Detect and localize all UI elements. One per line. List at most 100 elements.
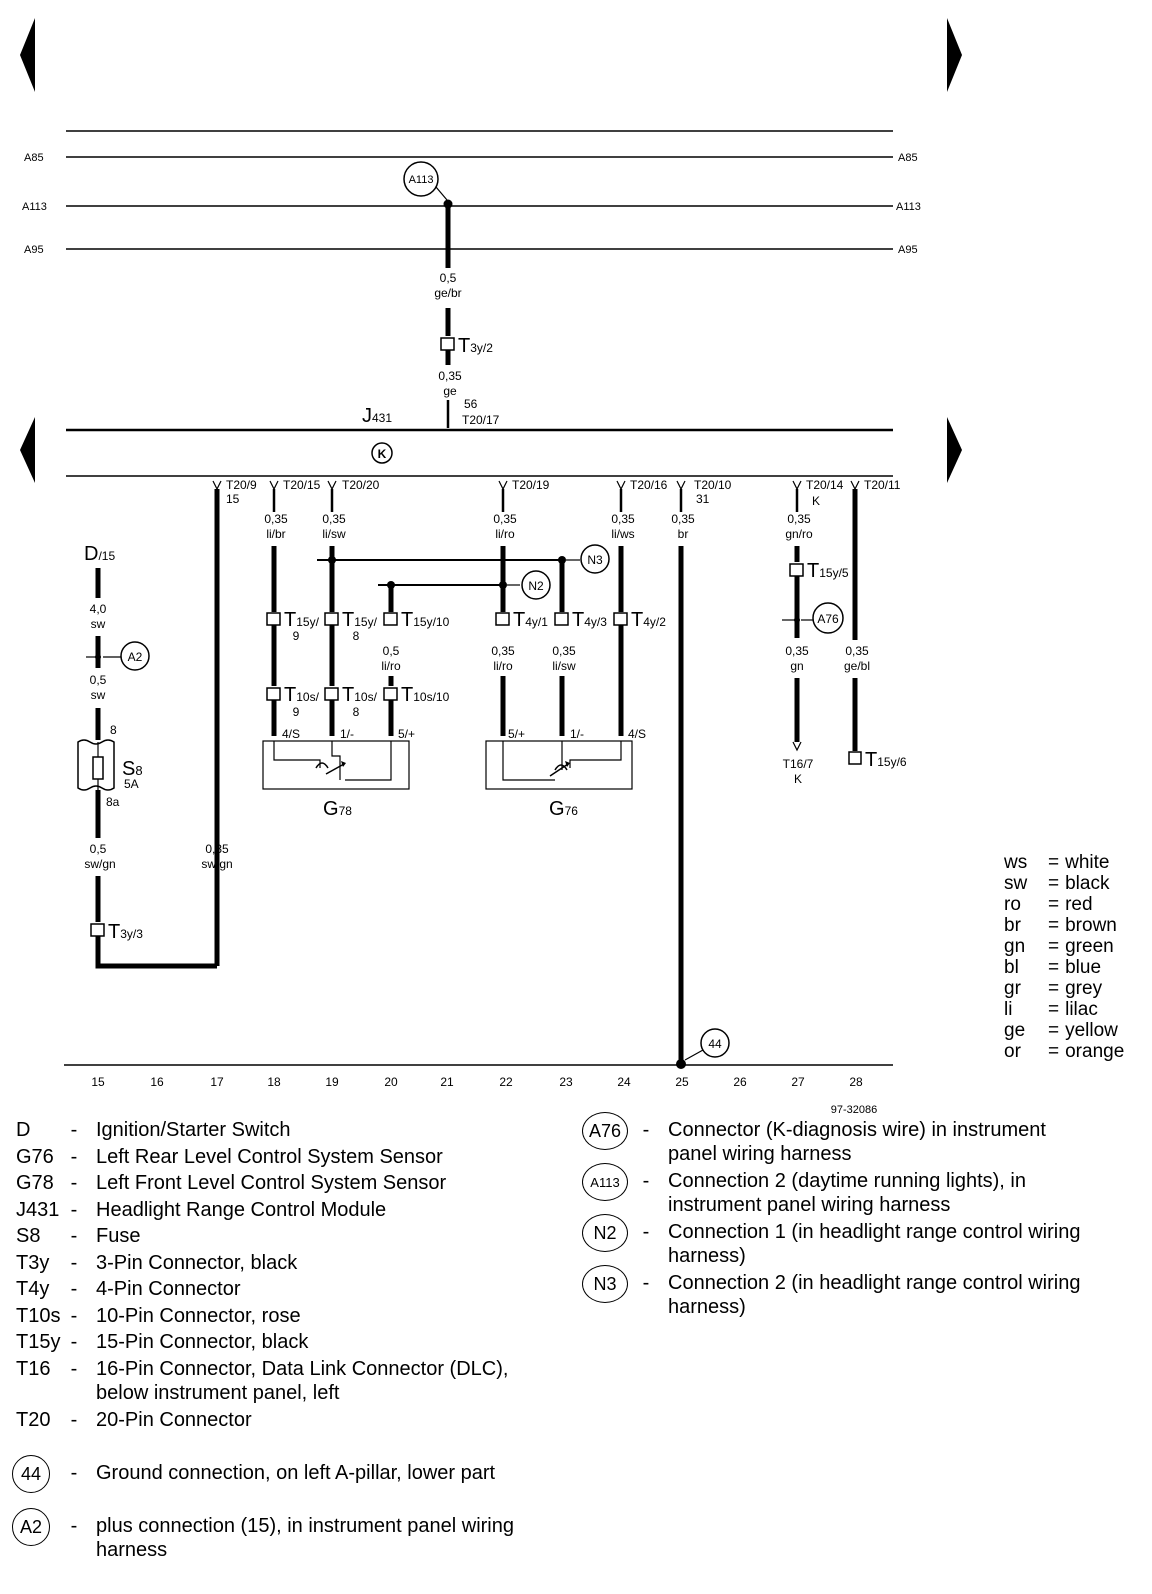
figure-id: 97-32086 (830, 1104, 878, 1116)
wire-color-top1: ge/br (434, 286, 461, 300)
node-ground-44 (700, 1028, 730, 1058)
connector-t3y3-label: T3y/3 (108, 921, 143, 943)
prev-page-arrow-top[interactable] (20, 18, 35, 92)
color-code: bl (1004, 957, 1019, 978)
svg-text:0,35: 0,35 (671, 512, 695, 526)
scale-number: 26 (733, 1075, 747, 1089)
node-n3 (580, 544, 610, 574)
svg-text:0,35: 0,35 (205, 842, 229, 856)
legend-code: T3y (16, 1252, 50, 1274)
svg-text:gn/ro: gn/ro (785, 527, 813, 541)
node-a2 (120, 641, 150, 671)
equals-sign: = (1048, 894, 1060, 915)
scale-number: 24 (617, 1075, 631, 1089)
svg-text:sw: sw (91, 617, 106, 631)
svg-text:li/ro: li/ro (381, 659, 401, 673)
bus-label-a113-right: A113 (896, 201, 921, 213)
svg-text:N3: N3 (587, 553, 603, 567)
svg-text:li/ro: li/ro (493, 659, 513, 673)
color-code: ws (1004, 852, 1028, 873)
legend-dash: - (642, 1170, 650, 1192)
legend-circle-symbol: A76 (582, 1112, 628, 1150)
color-name: brown (1065, 915, 1117, 936)
connector-t3y2-icon (440, 337, 455, 351)
color-code-row: or=orange (1004, 1041, 1124, 1062)
sensor-g76-box (485, 740, 633, 790)
next-page-arrow-top[interactable] (947, 18, 962, 92)
equals-sign: = (1048, 915, 1060, 936)
svg-text:T4y/2: T4y/2 (631, 609, 666, 631)
legend-description: Connection 2 (in headlight range control… (668, 1272, 1081, 1294)
legend-dash: - (70, 1358, 78, 1380)
legend-circle-symbol: 44 (12, 1455, 50, 1493)
color-name: yellow (1065, 1020, 1118, 1041)
terminal-t20-14: T20/14 (806, 478, 844, 492)
legend-dash: - (70, 1225, 78, 1247)
color-name: green (1065, 936, 1114, 957)
terminal-t20-10-num: 31 (696, 492, 710, 506)
legend-code: T10s (16, 1305, 61, 1327)
svg-text:8: 8 (353, 705, 360, 719)
svg-text:8: 8 (353, 629, 360, 643)
svg-text:4,0: 4,0 (90, 602, 107, 616)
wire-color-top2: ge (443, 384, 457, 398)
svg-text:9: 9 (293, 705, 300, 719)
scale-number: 23 (559, 1075, 573, 1089)
color-code: ro (1004, 894, 1021, 915)
scale-number: 17 (210, 1075, 224, 1089)
svg-text:N2: N2 (528, 579, 544, 593)
legend-circle-symbol: N3 (582, 1265, 628, 1303)
legend-code: S8 (16, 1225, 41, 1247)
color-code: br (1004, 915, 1021, 936)
legend-code: T15y (16, 1331, 61, 1353)
legend-description: Headlight Range Control Module (96, 1199, 387, 1221)
scale-number: 20 (384, 1075, 398, 1089)
next-page-arrow-mid[interactable] (947, 417, 962, 483)
color-name: orange (1065, 1041, 1125, 1062)
color-name: red (1065, 894, 1093, 915)
color-name: blue (1065, 957, 1102, 978)
equals-sign: = (1048, 1041, 1060, 1062)
legend-description-cont: below instrument panel, left (96, 1382, 340, 1404)
legend-description: 10-Pin Connector, rose (96, 1305, 301, 1327)
bus-label-a85-right: A85 (898, 152, 918, 164)
prev-page-arrow-mid[interactable] (20, 417, 35, 483)
terminal-t20-17-label: T20/17 (462, 413, 500, 427)
color-code-row: li=lilac (1004, 999, 1124, 1020)
sensor-g78-box (262, 740, 410, 790)
legend-description: 16-Pin Connector, Data Link Connector (D… (96, 1358, 509, 1380)
terminal-t20-10: T20/10 (694, 478, 732, 492)
svg-text:T10s/: T10s/ (342, 684, 378, 706)
legend-description-cont: harness) (668, 1245, 746, 1267)
color-code-row: ro =red (1004, 894, 1124, 915)
terminal-t20-9: T20/9 (226, 478, 257, 492)
legend-description: Connection 2 (daytime running lights), i… (668, 1170, 1026, 1192)
equals-sign: = (1048, 936, 1060, 957)
svg-text:T10s/10: T10s/10 (401, 684, 450, 706)
legend-description: 4-Pin Connector (96, 1278, 241, 1300)
scale-number: 28 (849, 1075, 863, 1089)
svg-text:T15y/6: T15y/6 (865, 749, 907, 771)
svg-text:0,35: 0,35 (845, 644, 869, 658)
node-a76 (812, 602, 844, 634)
svg-text:4/S: 4/S (282, 727, 300, 741)
terminal-t20-11: T20/11 (864, 478, 901, 492)
legend-dash: - (70, 1252, 78, 1274)
svg-text:T15y/: T15y/ (284, 609, 320, 631)
legend-code: T20 (16, 1409, 51, 1431)
svg-text:li/sw: li/sw (552, 659, 576, 673)
svg-text:0,35: 0,35 (787, 512, 811, 526)
svg-text:0,5: 0,5 (90, 673, 107, 687)
legend-dash: - (70, 1305, 78, 1327)
legend-dash: - (70, 1462, 78, 1484)
svg-text:4/S: 4/S (628, 727, 646, 741)
color-name: white (1065, 852, 1110, 873)
equals-sign: = (1048, 999, 1060, 1020)
color-code-row: ws=white (1004, 852, 1124, 873)
svg-text:br: br (678, 527, 689, 541)
svg-text:sw/gn: sw/gn (201, 857, 232, 871)
wire-size-top2: 0,35 (438, 369, 462, 383)
svg-text:T4y/3: T4y/3 (572, 609, 607, 631)
ignition-switch-label: D/15 (84, 543, 115, 565)
